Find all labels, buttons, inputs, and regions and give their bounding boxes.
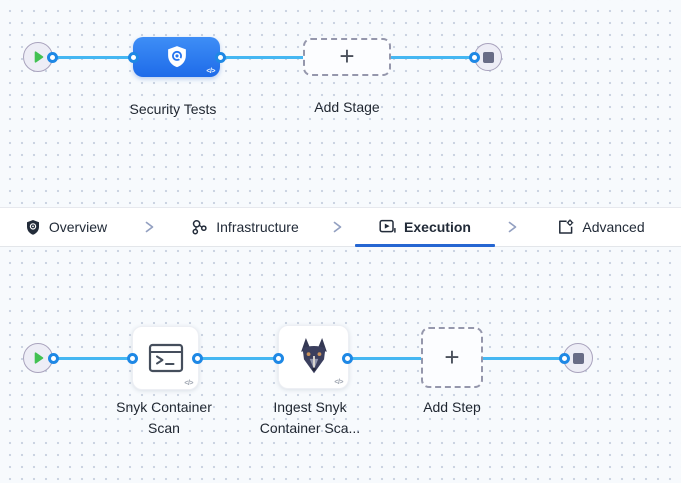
snyk-dog-icon [297,337,331,377]
step-node-snyk-container-scan[interactable]: </> [132,326,199,390]
active-tab-underline [355,244,495,247]
connector-port [558,352,570,364]
play-icon [32,50,45,64]
chevron-right-icon [503,208,521,246]
execution-play-icon [379,219,396,235]
stage-end-node [474,43,502,71]
connector-port [127,51,139,63]
cluster-icon [191,219,208,235]
connector-port [214,51,226,63]
code-icon: </> [184,380,193,387]
add-step-button[interactable]: + [421,327,483,388]
chevron-right-icon [140,208,158,246]
stage-tab-bar: Overview Infrastructure [0,207,681,247]
connector-port [47,352,59,364]
advanced-gear-icon [557,219,574,235]
stage-node-security-tests[interactable]: </> [133,37,220,77]
tab-label: Overview [48,219,108,235]
step-label: Snyk Container Scan [116,399,212,436]
tab-infrastructure[interactable]: Infrastructure [178,208,312,246]
tab-execution[interactable]: Execution [355,208,495,247]
plus-icon: + [444,341,460,372]
tab-label: Execution [404,219,471,235]
connector-port [468,51,480,63]
connector-port [126,352,138,364]
stage-label: Security Tests [129,101,217,117]
tab-advanced[interactable]: Advanced [543,208,659,246]
stop-icon [572,352,584,364]
step-node-ingest-snyk[interactable]: </> [278,325,349,389]
tab-overview[interactable]: Overview [14,208,118,246]
connector-port [341,352,353,364]
add-stage-button[interactable]: + [303,38,391,76]
shield-icon [25,219,41,236]
step-label: Ingest Snyk Container Sca... [259,399,361,436]
tab-label: Infrastructure [216,219,299,235]
stop-icon [482,51,494,63]
connector-port [272,352,284,364]
connector-port [46,51,58,63]
play-icon [32,351,45,365]
stage-edge [45,56,478,59]
chevron-right-icon [328,208,346,246]
terminal-icon [148,343,184,373]
stage-start-node [23,42,53,72]
tab-label: Advanced [582,219,645,235]
add-stage-label: Add Stage [314,99,380,115]
add-step-label: Add Step [423,399,481,415]
code-icon: </> [206,68,215,75]
security-shield-icon [164,44,190,70]
connector-port [191,352,203,364]
code-icon: </> [334,379,343,386]
plus-icon: + [339,41,355,71]
